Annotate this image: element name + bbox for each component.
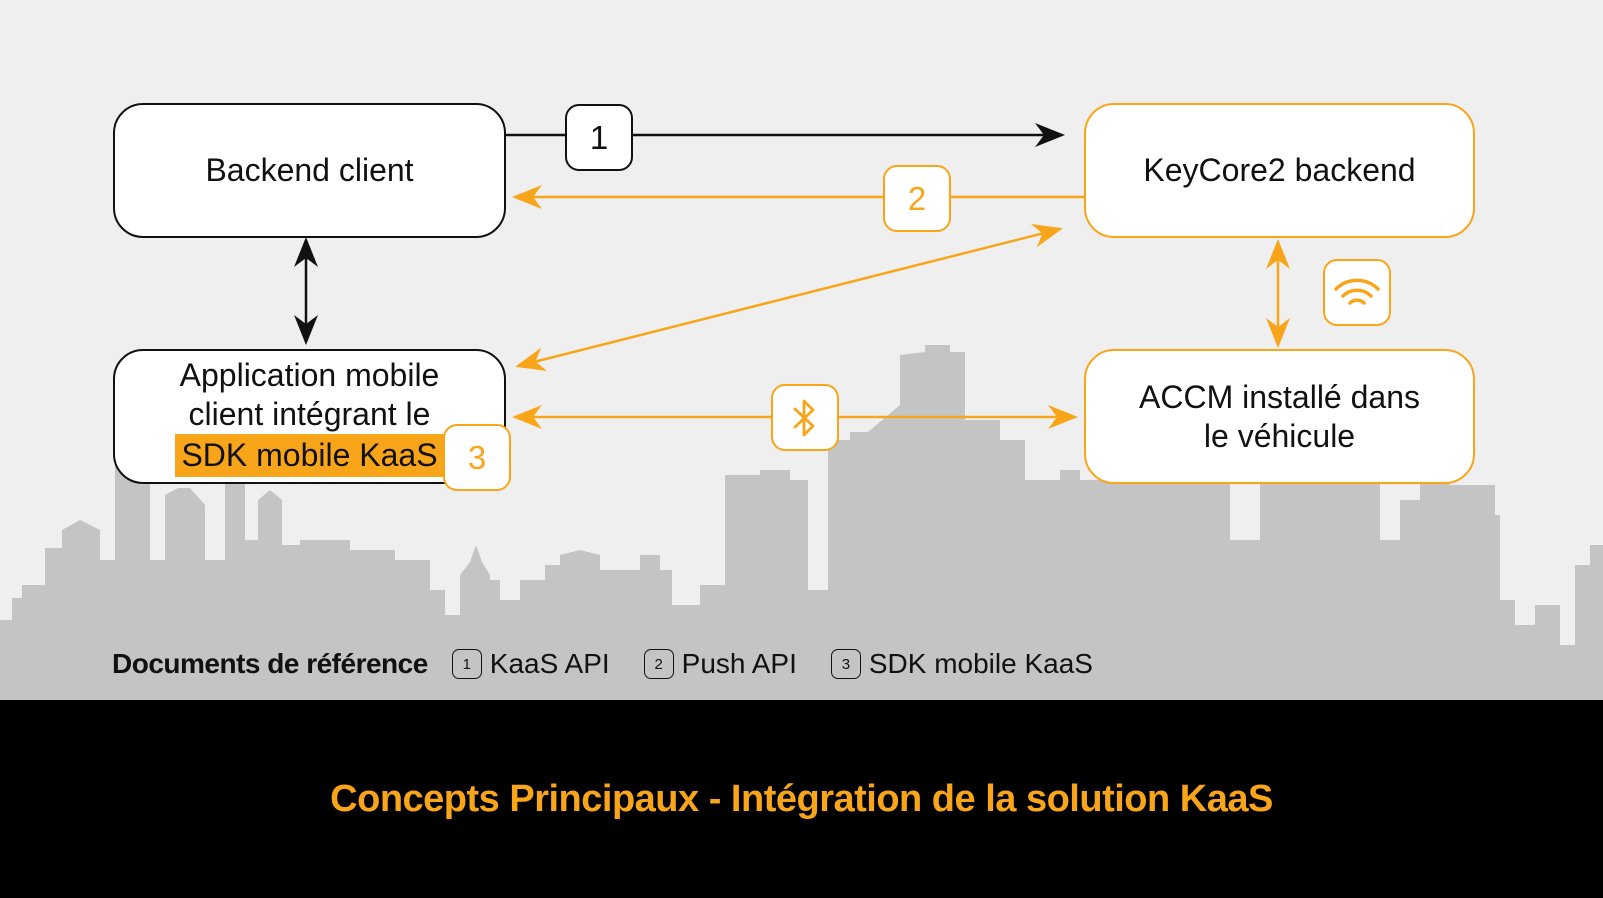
reference-item-sdk-mobile: 3 SDK mobile KaaS [830, 648, 1093, 680]
wifi-badge [1323, 259, 1391, 326]
arrow-mobile-keycore [515, 223, 1063, 372]
node-keycore-backend: KeyCore2 backend [1084, 103, 1475, 238]
node-accm: ACCM installé dans le véhicule [1084, 349, 1475, 484]
node-mobile-app: Application mobile client intégrant le S… [113, 349, 506, 484]
node-mobile-app-line2: client intégrant le [188, 396, 431, 432]
node-backend-client: Backend client [113, 103, 506, 238]
badge-3: 3 [443, 424, 511, 491]
node-backend-client-label: Backend client [205, 152, 414, 188]
node-accm-line2: le véhicule [1203, 417, 1356, 454]
reference-item-push-api: 2 Push API [643, 648, 797, 680]
references-title: Documents de référence [112, 648, 428, 679]
badge-3-label: 3 [467, 438, 487, 476]
footer-title: Concepts Principaux - Intégration de la … [330, 777, 1273, 820]
badge-2: 2 [883, 165, 951, 232]
node-mobile-app-highlight: SDK mobile KaaS [175, 434, 444, 477]
badge-1-label: 1 [589, 118, 609, 156]
bluetooth-icon [793, 399, 815, 436]
wifi-icon [1334, 278, 1380, 305]
reference-number: 1 [451, 649, 482, 679]
reference-number: 2 [643, 649, 674, 679]
bluetooth-badge [771, 384, 839, 451]
reference-documents: Documents de référence 1 KaaS API 2 Push… [112, 644, 1127, 684]
badge-1: 1 [565, 104, 633, 171]
reference-number: 3 [830, 649, 861, 679]
reference-label: KaaS API [489, 648, 610, 679]
reference-item-kaas-api: 1 KaaS API [451, 648, 610, 680]
footer-banner: Concepts Principaux - Intégration de la … [0, 700, 1603, 898]
badge-2-label: 2 [907, 179, 927, 217]
reference-label: SDK mobile KaaS [868, 648, 1093, 679]
node-accm-line1: ACCM installé dans [1139, 378, 1420, 415]
reference-label: Push API [681, 648, 797, 679]
node-mobile-app-line1: Application mobile [179, 357, 440, 393]
node-keycore-backend-label: KeyCore2 backend [1143, 152, 1416, 188]
